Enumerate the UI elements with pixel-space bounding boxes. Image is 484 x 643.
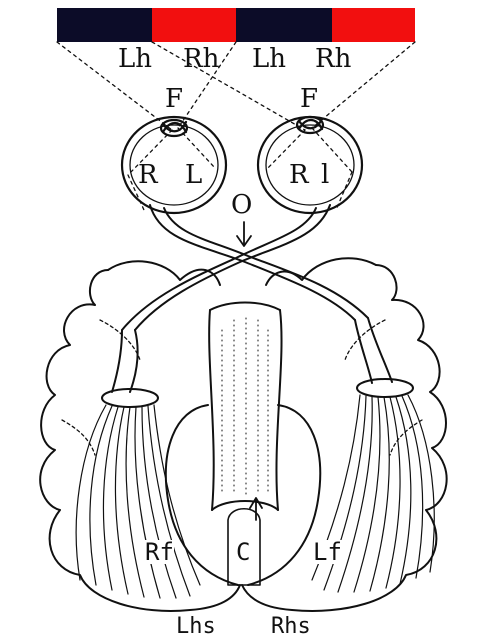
optic-radiation-left — [76, 405, 200, 598]
corpus-stipple — [222, 318, 268, 495]
right-eye-fovea-label: F — [300, 86, 318, 112]
optic-tracts — [112, 318, 392, 392]
left-eye-r-label: R — [138, 162, 158, 188]
right-field-cortex-label: Rf — [145, 540, 174, 564]
left-field-cortex-label: Lf — [313, 540, 342, 564]
left-eye-fovea-label: F — [165, 86, 183, 112]
left-eye-field-lh-label: Lh — [118, 46, 152, 72]
right-eye-field-rh-label: Rh — [315, 46, 351, 72]
chiasm-arrow — [237, 222, 251, 246]
right-eye-r-label: R — [289, 162, 309, 188]
left-eye-l-label: L — [185, 162, 202, 188]
corpus-callosum — [209, 303, 281, 511]
optic-nerves — [122, 205, 368, 330]
right-eye-l-label: l — [321, 162, 329, 188]
left-eye-field-rh-label: Rh — [183, 46, 219, 72]
right-hemisphere-label: Rhs — [271, 616, 311, 638]
lateral-geniculate-bodies — [102, 379, 413, 407]
left-hemisphere-label: Lhs — [176, 616, 216, 638]
chiasm-label: O — [231, 192, 252, 218]
right-eye-field-lh-label: Lh — [252, 46, 286, 72]
field-projection-lines — [57, 42, 415, 210]
corpus-label: C — [236, 540, 250, 564]
